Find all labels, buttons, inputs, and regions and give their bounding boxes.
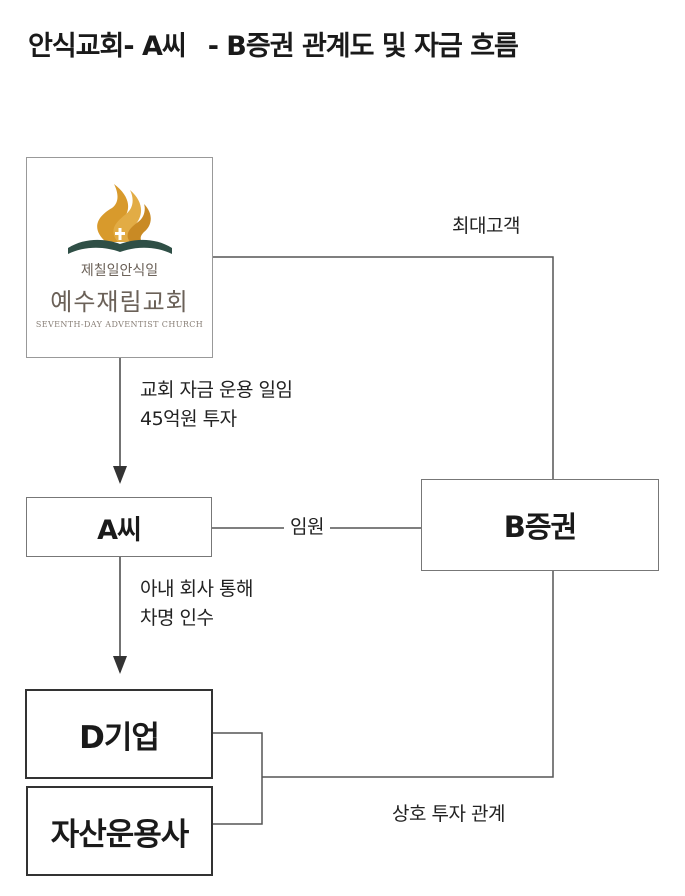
asset-management-node: 자산운용사 [26,786,213,876]
a-to-b-label: 임원 [284,513,330,542]
securities-b-label: B증권 [503,510,577,544]
person-a-node: A씨 [26,497,212,557]
d-asset-bracket [213,732,263,825]
person-a-label: A씨 [97,514,142,546]
church-to-a-label: 교회 자금 운용 일임 45억원 투자 [140,376,293,434]
church-to-a-label-line-2: 45억원 투자 [140,408,237,430]
adventist-emblem-icon [67,184,172,254]
a-to-d-label: 아내 회사 통해 차명 인수 [140,575,253,633]
church-logo-box: 제칠일안식일 예수재림교회 SEVENTH-DAY ADVENTIST CHUR… [26,157,213,358]
church-to-b-line [213,256,554,479]
logo-english-name: SEVENTH-DAY ADVENTIST CHURCH [35,320,204,329]
company-d-label: D기업 [79,719,160,756]
logo-subtitle: 제칠일안식일 [80,263,159,279]
title-part-2: - B증권 관계도 및 자금 흐름 [207,31,519,62]
church-to-a-arrowhead [113,466,127,484]
asset-management-label: 자산운용사 [50,816,190,853]
mutual-investment-label: 상호 투자 관계 [392,803,505,825]
logo-church-name: 예수재림교회 [50,288,189,316]
a-to-d-label-line-1: 아내 회사 통해 [140,578,253,600]
church-to-b-label: 최대고객 [452,215,520,237]
diagram-title: 안식교회- A씨 - B증권 관계도 및 자금 흐름 [28,24,519,63]
securities-b-node: B증권 [421,479,659,571]
title-part-1: 안식교회- A씨 [28,31,187,62]
church-to-a-label-line-1: 교회 자금 운용 일임 [140,379,293,401]
company-d-node: D기업 [25,689,213,779]
a-to-d-label-line-2: 차명 인수 [140,607,214,629]
a-to-d-arrowhead [113,656,127,674]
b-to-d-line [262,571,554,778]
